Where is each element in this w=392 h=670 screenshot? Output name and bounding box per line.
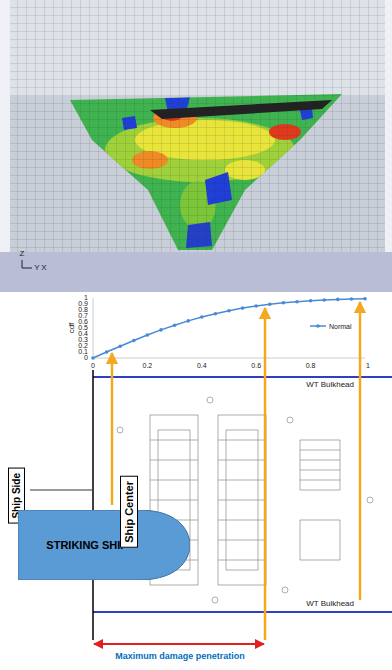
fe-simulation-part xyxy=(10,0,385,252)
cdf-chart-part xyxy=(93,298,94,358)
legend-entry: Normal xyxy=(310,322,352,330)
cdf-chart-part xyxy=(93,299,365,358)
cdf-chart-part xyxy=(186,319,190,323)
cdf-chart-part xyxy=(118,344,122,348)
cdf-chart-part xyxy=(309,299,313,303)
cdf-chart-part xyxy=(91,297,367,360)
y-tick-label: 0 xyxy=(84,354,88,362)
engine-room-plan-part xyxy=(300,440,340,490)
cdf-chart-part xyxy=(91,356,95,360)
cdf-chart-part xyxy=(173,323,177,327)
axis-triad-label: X xyxy=(41,264,46,273)
cdf-chart-part xyxy=(350,297,354,301)
engine-room-plan-part xyxy=(111,353,114,505)
engine-room-plan-part xyxy=(207,397,213,403)
fe-simulation-part xyxy=(0,0,392,292)
engine-room-plan-part xyxy=(264,308,267,640)
cdf-chart-part xyxy=(241,306,245,310)
fe-simulation-part xyxy=(22,260,32,268)
cdf-chart-part xyxy=(268,302,272,306)
legend-text: Normal xyxy=(329,323,352,330)
x-tick-label: 0 xyxy=(91,362,95,370)
cdf-chart-part xyxy=(200,315,204,319)
bulkhead-label: WT Bulkhead xyxy=(306,381,354,390)
cdf-chart xyxy=(91,297,367,360)
fe-simulation-part xyxy=(0,252,392,292)
y-axis-title: cdf xyxy=(68,323,77,334)
engine-room-plan-part xyxy=(94,643,264,645)
striking-ship-shape: STRIKING SHIP xyxy=(18,510,190,580)
axis-triad-label: Z xyxy=(20,250,25,259)
engine-room-plan-part xyxy=(359,302,362,600)
x-tick-label: 0.6 xyxy=(251,362,261,370)
bulkhead-label: WT Bulkhead xyxy=(306,600,354,609)
axis-triad-label: Y xyxy=(34,264,39,273)
x-tick-label: 1 xyxy=(366,362,370,370)
cdf-chart-part xyxy=(336,298,340,302)
ship-center-box: Ship Center xyxy=(120,476,138,548)
engine-room-plan-part xyxy=(218,440,266,560)
x-tick-label: 0.4 xyxy=(197,362,207,370)
cdf-chart-part xyxy=(93,358,365,359)
penetration-label: Maximum damage penetration xyxy=(115,652,245,662)
cdf-chart-part xyxy=(363,297,367,301)
engine-room-plan-part xyxy=(212,597,218,603)
engine-room-plan-part xyxy=(300,450,340,480)
engine-room-plan-part xyxy=(30,490,92,491)
cdf-chart-part xyxy=(159,328,163,332)
engine-room-plan-part xyxy=(282,587,288,593)
engine-room-plan-part xyxy=(92,370,94,640)
cdf-chart-part xyxy=(254,304,258,308)
cdf-chart-part xyxy=(282,301,286,305)
engine-room-plan-part xyxy=(287,417,293,423)
cdf-chart-part xyxy=(146,333,150,337)
cdf-chart-part xyxy=(132,339,136,343)
cdf-chart-part xyxy=(214,312,218,316)
cdf-chart-part xyxy=(322,298,326,302)
ship-hull xyxy=(18,510,190,580)
legend-line-sample xyxy=(310,322,326,330)
fe-simulation xyxy=(0,0,392,292)
x-tick-label: 0.2 xyxy=(143,362,153,370)
engine-room-plan-part xyxy=(93,376,392,378)
cdf-chart-part xyxy=(227,309,231,313)
engine-room-plan-part xyxy=(367,497,373,503)
node-text: Ship Center xyxy=(123,481,135,543)
legend-dot xyxy=(316,324,320,328)
engine-room-plan-part xyxy=(117,427,123,433)
engine-room-plan-part xyxy=(218,415,266,585)
node-text: STRIKING SHIP xyxy=(46,539,127,551)
cdf-chart-part xyxy=(105,350,109,354)
engine-room-plan-part xyxy=(93,611,392,613)
x-tick-label: 0.8 xyxy=(306,362,316,370)
cdf-chart-part xyxy=(295,300,299,304)
engine-room-plan-part xyxy=(300,520,340,560)
engine-room-plan xyxy=(30,302,392,644)
